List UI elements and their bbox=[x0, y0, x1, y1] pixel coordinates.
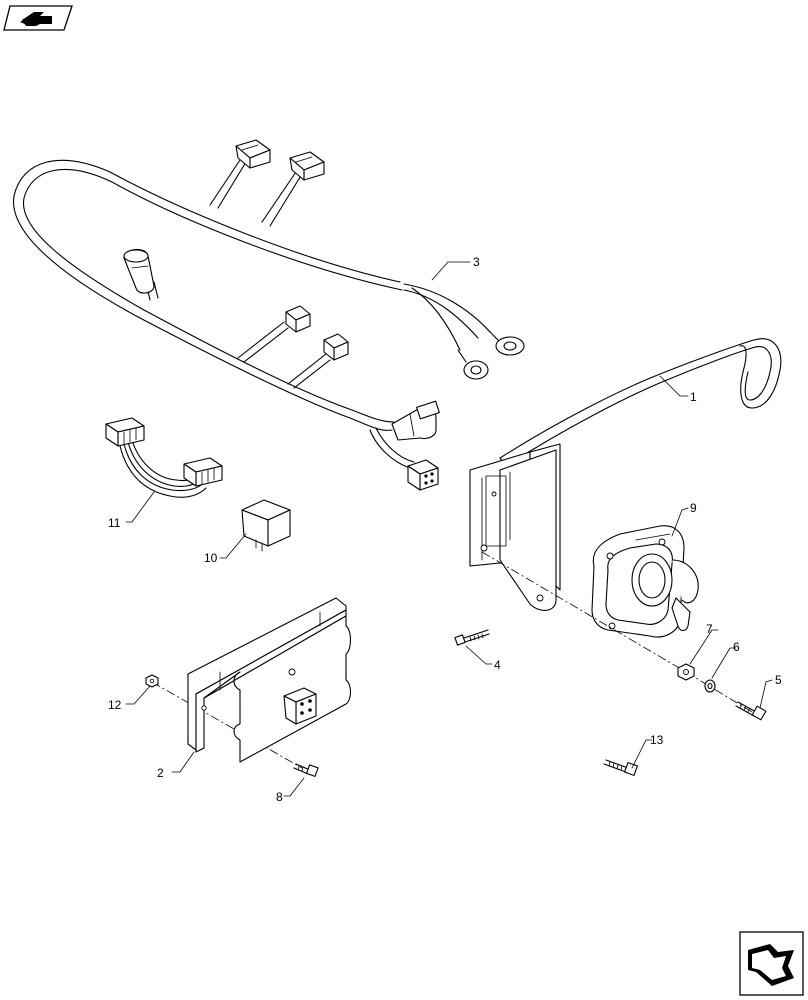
ring-terminal-a bbox=[487, 329, 525, 356]
callout-7: 7 bbox=[706, 622, 713, 636]
top-connector-b bbox=[289, 151, 325, 181]
bolt-4 bbox=[454, 629, 490, 646]
callout-13: 13 bbox=[650, 733, 664, 747]
leader-lines bbox=[125, 261, 773, 797]
forward-arrow-icon[interactable] bbox=[739, 931, 804, 996]
callout-2: 2 bbox=[157, 766, 164, 780]
wiring-harness bbox=[13, 139, 525, 491]
trailer-socket bbox=[591, 525, 699, 638]
jumper-connector-a bbox=[105, 417, 145, 447]
ring-terminal-b bbox=[457, 349, 489, 380]
mounting-bracket bbox=[469, 338, 782, 611]
callout-6: 6 bbox=[733, 640, 740, 654]
back-arrow-icon[interactable] bbox=[3, 5, 73, 31]
callout-3: 3 bbox=[473, 255, 480, 269]
nut-7 bbox=[677, 663, 695, 681]
callout-10: 10 bbox=[204, 551, 218, 565]
callout-12: 12 bbox=[108, 698, 122, 712]
lower-square-connector bbox=[407, 459, 439, 491]
round-plug-connector bbox=[123, 248, 155, 294]
callout-8: 8 bbox=[276, 790, 283, 804]
callout-4: 4 bbox=[494, 658, 501, 672]
relay bbox=[241, 499, 291, 552]
callout-11: 11 bbox=[108, 516, 121, 530]
mid-connector-b bbox=[323, 333, 349, 361]
screw-8 bbox=[293, 763, 319, 777]
washer-6 bbox=[704, 679, 716, 693]
centerline-socket-bolt bbox=[685, 671, 753, 713]
jumper-cable bbox=[105, 417, 223, 498]
callout-5: 5 bbox=[775, 673, 782, 687]
controller-module bbox=[187, 597, 352, 763]
top-connector-a bbox=[235, 139, 271, 169]
bolt-5 bbox=[735, 701, 767, 721]
callout-9: 9 bbox=[690, 501, 697, 515]
centerline-module bbox=[151, 681, 303, 769]
mid-connector-a bbox=[285, 305, 311, 333]
harness-end-connector bbox=[391, 400, 440, 441]
centerline-bracket bbox=[481, 551, 687, 673]
callout-1: 1 bbox=[690, 390, 697, 404]
nut-12 bbox=[145, 674, 159, 688]
jumper-connector-b bbox=[183, 457, 223, 487]
bolt-13 bbox=[603, 759, 638, 776]
